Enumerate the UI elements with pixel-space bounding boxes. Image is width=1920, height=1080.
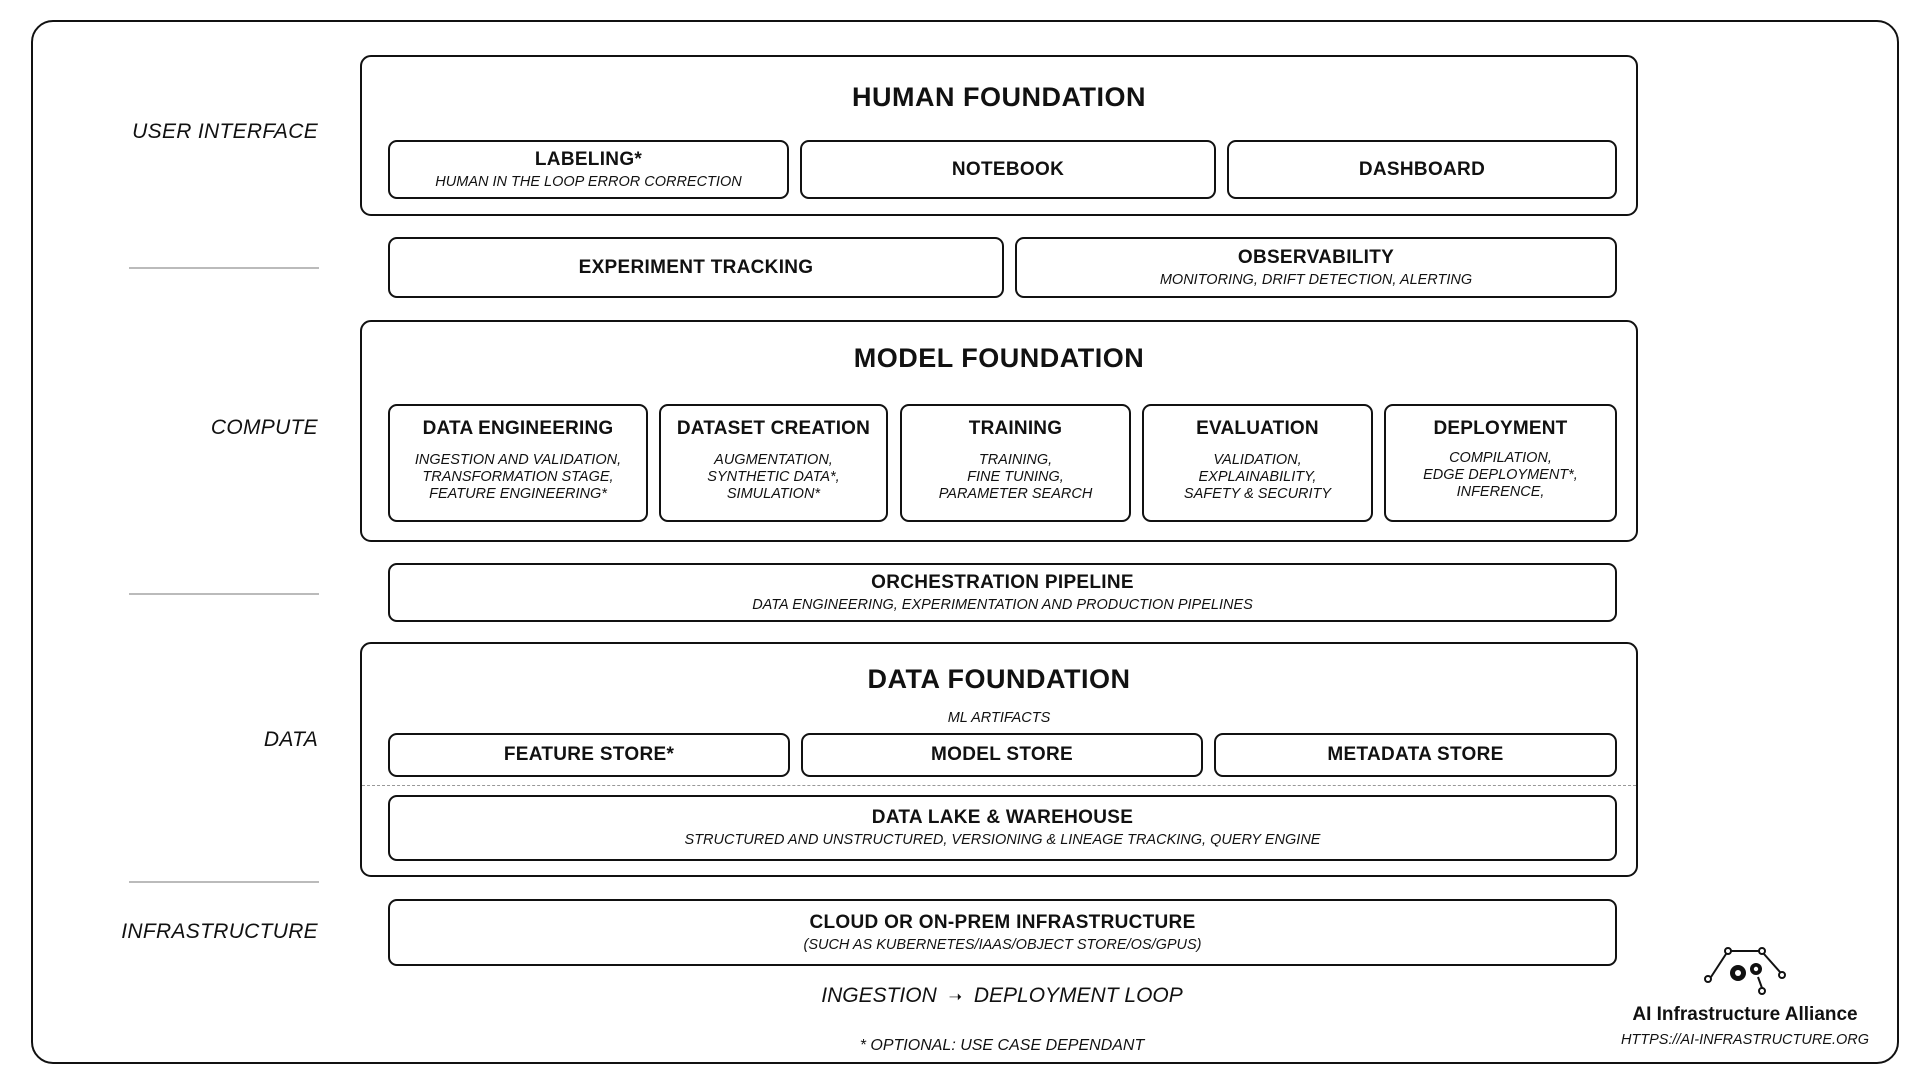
infrastructure-subtitle: (SUCH AS KUBERNETES/IAAS/OBJECT STORE/OS… xyxy=(803,936,1202,953)
artifacts-separator xyxy=(362,785,1636,786)
card-title: EVALUATION xyxy=(1196,418,1319,439)
human-foundation-heading: HUMAN FOUNDATION xyxy=(852,82,1146,112)
card-data-engineering: DATA ENGINEERING INGESTION AND VALIDATIO… xyxy=(388,404,648,522)
diagram-frame xyxy=(31,20,1899,1064)
layer-divider xyxy=(129,593,319,595)
labeling-title: LABELING* xyxy=(534,148,643,170)
ml-artifacts-label: ML ARTIFACTS xyxy=(947,710,1051,726)
model-foundation-heading: MODEL FOUNDATION xyxy=(853,343,1145,373)
layer-label-data: DATA xyxy=(263,728,318,751)
orchestration-title: ORCHESTRATION PIPELINE xyxy=(871,571,1134,593)
feature-store-title: FEATURE STORE* xyxy=(503,744,675,765)
layer-label-compute: COMPUTE xyxy=(210,416,318,439)
model-foundation: MODEL FOUNDATION xyxy=(360,320,1638,542)
loop-arrow-icon: ➝ xyxy=(948,989,963,1006)
infrastructure-title: CLOUD OR ON-PREM INFRASTRUCTURE xyxy=(809,911,1196,933)
loop-end: DEPLOYMENT LOOP xyxy=(973,984,1183,1007)
notebook-title: NOTEBOOK xyxy=(951,158,1065,180)
labeling-subtitle: HUMAN IN THE LOOP ERROR CORRECTION xyxy=(435,173,742,190)
layer-divider xyxy=(129,881,319,883)
card-description: INGESTION AND VALIDATION,TRANSFORMATION … xyxy=(414,452,622,502)
orchestration-subtitle: DATA ENGINEERING, EXPERIMENTATION AND PR… xyxy=(752,596,1253,613)
observability-title: OBSERVABILITY xyxy=(1237,246,1395,268)
model-store-box: MODEL STORE xyxy=(801,733,1203,777)
layer-label-infrastructure: INFRASTRUCTURE xyxy=(121,920,318,943)
alliance-url[interactable]: HTTPS://AI-INFRASTRUCTURE.ORG xyxy=(1620,1032,1870,1048)
card-description: COMPILATION,EDGE DEPLOYMENT*,INFERENCE, xyxy=(1423,450,1578,500)
gears-network-icon xyxy=(1704,947,1786,995)
card-description: VALIDATION,EXPLAINABILITY,SAFETY & SECUR… xyxy=(1183,452,1332,502)
card-title: DATASET CREATION xyxy=(676,418,871,439)
metadata-store-box: METADATA STORE xyxy=(1214,733,1617,777)
card-description: AUGMENTATION,SYNTHETIC DATA*,SIMULATION* xyxy=(707,452,840,502)
card-title: DATA ENGINEERING xyxy=(422,418,614,439)
metadata-store-title: METADATA STORE xyxy=(1327,744,1504,765)
dashboard-box: DASHBOARD xyxy=(1227,140,1617,199)
experiment-tracking-box: EXPERIMENT TRACKING xyxy=(388,237,1004,298)
layer-label-user-interface: USER INTERFACE xyxy=(132,120,318,143)
model-store-title: MODEL STORE xyxy=(931,744,1073,765)
card-training: TRAINING TRAINING,FINE TUNING,PARAMETER … xyxy=(900,404,1131,522)
data-lake-box: DATA LAKE & WAREHOUSE STRUCTURED AND UNS… xyxy=(388,795,1617,861)
dashboard-title: DASHBOARD xyxy=(1358,158,1486,180)
layer-divider xyxy=(129,267,319,269)
alliance-logo: AI Infrastructure Alliance HTTPS://AI-IN… xyxy=(1610,945,1880,1048)
deployment-loop-label: INGESTION ➝ DEPLOYMENT LOOP xyxy=(700,984,1304,1008)
card-dataset-creation: DATASET CREATION AUGMENTATION,SYNTHETIC … xyxy=(659,404,888,522)
card-description: TRAINING,FINE TUNING,PARAMETER SEARCH xyxy=(938,452,1093,502)
feature-store-box: FEATURE STORE* xyxy=(388,733,790,777)
card-title: DEPLOYMENT xyxy=(1433,418,1568,439)
orchestration-pipeline-box: ORCHESTRATION PIPELINE DATA ENGINEERING,… xyxy=(388,563,1617,622)
experiment-tracking-title: EXPERIMENT TRACKING xyxy=(578,256,814,278)
card-title: TRAINING xyxy=(968,418,1063,439)
observability-subtitle: MONITORING, DRIFT DETECTION, ALERTING xyxy=(1159,271,1473,288)
loop-start: INGESTION xyxy=(821,984,937,1007)
card-evaluation: EVALUATION VALIDATION,EXPLAINABILITY,SAF… xyxy=(1142,404,1373,522)
data-lake-subtitle: STRUCTURED AND UNSTRUCTURED, VERSIONING … xyxy=(684,832,1321,848)
observability-box: OBSERVABILITY MONITORING, DRIFT DETECTIO… xyxy=(1015,237,1617,298)
data-foundation-heading: DATA FOUNDATION xyxy=(867,664,1131,694)
data-lake-title: DATA LAKE & WAREHOUSE xyxy=(871,807,1134,828)
infrastructure-box: CLOUD OR ON-PREM INFRASTRUCTURE (SUCH AS… xyxy=(388,899,1617,966)
notebook-box: NOTEBOOK xyxy=(800,140,1216,199)
card-deployment: DEPLOYMENT COMPILATION,EDGE DEPLOYMENT*,… xyxy=(1384,404,1617,522)
alliance-name: AI Infrastructure Alliance xyxy=(1632,1004,1858,1025)
labeling-box: LABELING* HUMAN IN THE LOOP ERROR CORREC… xyxy=(388,140,789,199)
footnote: * OPTIONAL: USE CASE DEPENDANT xyxy=(859,1037,1145,1054)
